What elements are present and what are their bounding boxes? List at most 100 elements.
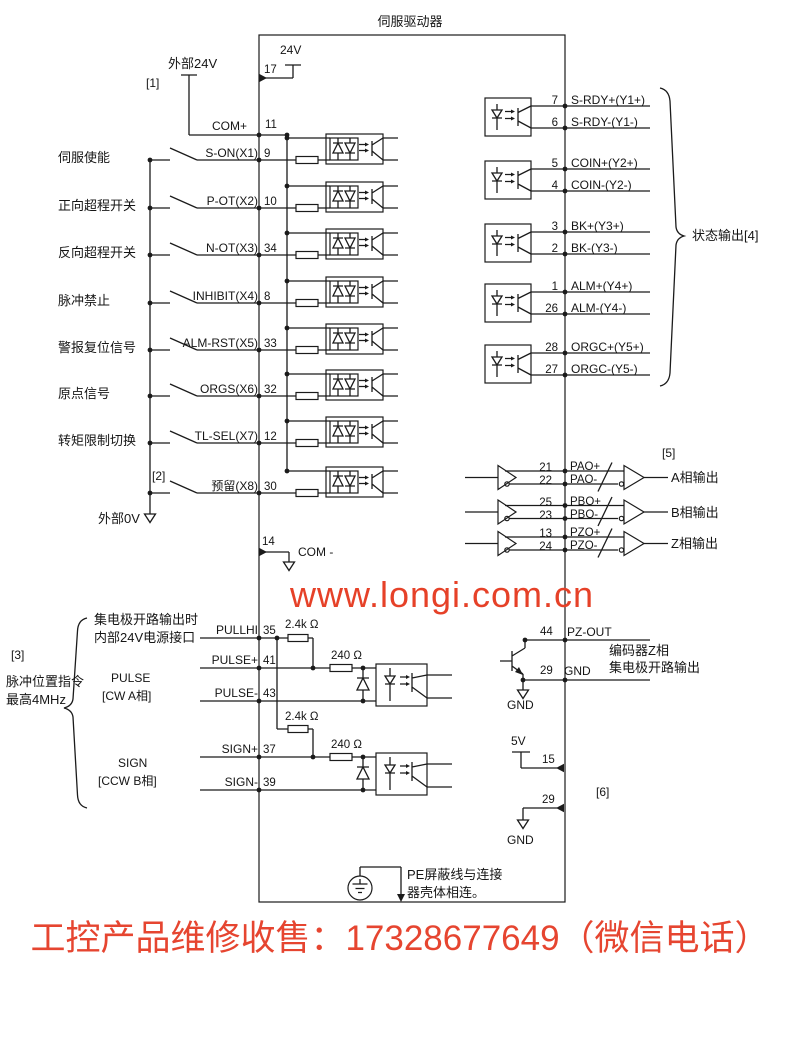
pulse-signal: SIGN+ — [221, 742, 258, 756]
gnd-label: GND — [507, 833, 534, 847]
encoder-pin: 24 — [539, 541, 552, 553]
phase-z-output-label: Z相输出 — [671, 536, 718, 551]
input-desc: 反向超程开关 — [58, 245, 137, 260]
output-label: COIN-(Y2-) — [571, 178, 632, 192]
input-pin: 34 — [264, 243, 277, 255]
sign-name-label: SIGN — [118, 756, 148, 770]
5v-label: 5V — [511, 734, 526, 748]
pin-14: 14 — [262, 536, 275, 548]
watermark-text: www.longi.com.cn — [289, 574, 595, 615]
pe-note-line1: PE屏蔽线与连接 — [407, 867, 503, 882]
note-2: [2] — [152, 469, 166, 483]
encoder-pin: 22 — [539, 475, 552, 487]
gnd-label: GND — [507, 698, 534, 712]
input-pin: 9 — [264, 148, 271, 160]
pz-out-label: PZ-OUT — [567, 625, 612, 639]
pulse-signal: PULSE+ — [211, 653, 258, 667]
input-signal: N-OT(X3) — [206, 241, 258, 255]
input-desc: 正向超程开关 — [58, 198, 137, 213]
note-6: [6] — [596, 785, 610, 799]
encoder-z-desc-line2: 集电极开路输出 — [609, 660, 701, 675]
encoder-signal: PAO+ — [570, 461, 601, 473]
input-signal: TL-SEL(X7) — [194, 429, 258, 443]
input-signal: INHIBIT(X4) — [192, 289, 258, 303]
pulse-pin: 37 — [263, 744, 276, 756]
com-minus-label: COM - — [298, 545, 334, 559]
output-label: ALM-(Y4-) — [571, 301, 627, 315]
pin-29b: 29 — [542, 794, 555, 806]
com-plus-label: COM+ — [212, 119, 248, 133]
pe-note-line2: 器壳体相连。 — [407, 885, 486, 900]
input-rows-wiring — [147, 133, 399, 498]
output-pin: 3 — [551, 221, 558, 233]
resistor-value: 240 Ω — [331, 650, 362, 662]
input-desc: 原点信号 — [58, 386, 111, 401]
pulse-desc-line2: 最高4MHz — [6, 692, 66, 707]
output-label: BK-(Y3-) — [571, 241, 618, 255]
note-3: [3] — [11, 648, 25, 662]
input-pin: 8 — [264, 291, 271, 303]
output-label: ORGC-(Y5-) — [571, 362, 638, 376]
input-pin: 12 — [264, 431, 277, 443]
output-label: S-RDY-(Y1-) — [571, 115, 638, 129]
input-signal: ORGS(X6) — [199, 382, 258, 396]
encoder-pin: 23 — [539, 510, 552, 522]
pin-15: 15 — [542, 754, 555, 766]
pulse-pin: 41 — [263, 655, 276, 667]
output-label: S-RDY+(Y1+) — [571, 93, 646, 107]
driver-box — [258, 34, 566, 903]
gnd-pin-label: GND — [564, 664, 591, 678]
encoder-output-wiring — [464, 461, 669, 559]
input-signal: 预留(X8) — [211, 479, 258, 493]
encoder-signal: PZO+ — [570, 527, 601, 539]
input-pin: 32 — [264, 384, 277, 396]
output-pin: 2 — [551, 243, 558, 255]
output-pin: 28 — [545, 342, 558, 354]
pulse-pin: 35 — [263, 625, 276, 637]
output-pin: 27 — [545, 364, 558, 376]
phase-b-output-label: B相输出 — [671, 505, 719, 520]
encoder-pin: 25 — [539, 497, 552, 509]
input-desc: 伺服使能 — [58, 150, 111, 165]
status-output-group-label: 状态输出[4] — [692, 228, 759, 243]
pe-shield-wiring — [347, 866, 405, 902]
encoder-pin: 21 — [539, 462, 552, 474]
input-desc: 脉冲禁止 — [58, 293, 111, 308]
encoder-signal: PBO+ — [570, 496, 602, 508]
input-signal: S-ON(X1) — [205, 146, 258, 160]
pulse-signal: SIGN- — [224, 775, 258, 789]
input-pin: 33 — [264, 338, 277, 350]
pz-out-wiring — [500, 637, 650, 830]
resistor-value: 2.4k Ω — [285, 711, 319, 723]
output-pin: 6 — [551, 117, 558, 129]
pulse-signal: PULLHI — [215, 623, 258, 637]
encoder-signal: PBO- — [570, 509, 599, 521]
input-desc: 警报复位信号 — [58, 340, 137, 355]
pin-29: 29 — [540, 665, 553, 677]
footer-contact-text: 工控产品维修收售：17328677649（微信电话） — [30, 919, 770, 958]
pulse-brace — [63, 617, 88, 809]
output-label: ORGC+(Y5+) — [571, 340, 644, 354]
status-output-wiring — [484, 87, 687, 387]
com-minus-wiring — [259, 547, 296, 572]
pin-44: 44 — [540, 626, 553, 638]
diagram-title: 伺服驱动器 — [377, 14, 443, 29]
open-collector-note-line2: 内部24V电源接口 — [94, 630, 196, 645]
output-label: ALM+(Y4+) — [571, 279, 633, 293]
encoder-signal: PAO- — [570, 474, 598, 486]
ext-24v-label: 外部24V — [168, 56, 218, 71]
internal-24v-label: 24V — [280, 43, 302, 57]
output-label: COIN+(Y2+) — [571, 156, 638, 170]
pulse-desc-line1: 脉冲位置指令 — [6, 674, 85, 689]
input-desc: 转矩限制切换 — [58, 433, 137, 448]
resistor-value: 2.4k Ω — [285, 619, 319, 631]
output-pin: 5 — [551, 158, 558, 170]
output-label: BK+(Y3+) — [571, 219, 624, 233]
note-1: [1] — [146, 76, 160, 90]
open-collector-note-line1: 集电极开路输出时 — [94, 612, 199, 627]
note-5: [5] — [662, 446, 676, 460]
pulse-pin: 39 — [263, 777, 276, 789]
phase-a-output-label: A相输出 — [671, 470, 719, 485]
